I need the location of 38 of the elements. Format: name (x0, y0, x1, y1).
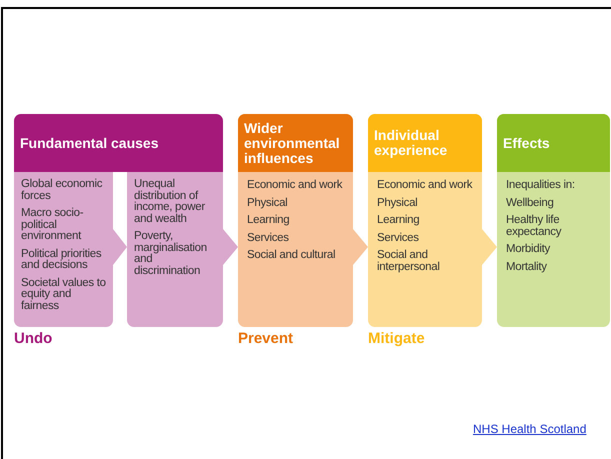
stage-box (238, 114, 353, 327)
list-item: Macro socio-political environment (21, 208, 84, 242)
stage-box (368, 114, 482, 327)
source-link: NHS Health Scotland (473, 422, 586, 436)
stage-heading: Wider environmental influences (238, 114, 353, 172)
stage-box (497, 114, 610, 327)
list-item: Physical (247, 198, 288, 209)
list-item: Economic and work (247, 180, 344, 192)
chevron-arrow (223, 229, 238, 265)
chevron-arrow (482, 229, 497, 265)
list-item: Inequalities in: (506, 180, 576, 192)
list-item: Physical (377, 198, 418, 209)
stage-heading: Effects (497, 114, 610, 172)
chevron-arrow (113, 229, 127, 265)
chevron-arrow (353, 229, 368, 265)
list-item: Economic and work (377, 180, 474, 192)
list-item: Global economic forces (21, 179, 104, 202)
list-item: Unequal distribution of income, power and wealth (134, 179, 206, 225)
header-band: Fundamental causes (14, 114, 223, 172)
stage-label: Mitigate (368, 330, 425, 347)
list-item: Wellbeing (506, 198, 555, 209)
list-item: Poverty, marginalisation and discrimination (134, 231, 208, 277)
list-item: Learning (247, 215, 290, 226)
list-item: Morbidity (506, 244, 551, 256)
list-item: Political priorities and decisions (21, 248, 102, 272)
list-item: Social and interpersonal (377, 250, 441, 273)
list-item: Mortality (506, 262, 548, 273)
stage-heading: Individual experience (368, 114, 482, 172)
list-item: Social and cultural (247, 250, 336, 262)
list-item: Healthy life expectancy (506, 215, 562, 238)
list-item: Societal values to equity and fairness (21, 278, 107, 312)
content-box (127, 172, 223, 327)
list-item: Services (377, 232, 420, 244)
content-box (14, 172, 113, 327)
stage-label: Prevent (238, 330, 294, 347)
stage-label: Undo (14, 330, 52, 347)
list-item: Learning (377, 215, 420, 226)
list-item: Services (247, 232, 290, 244)
